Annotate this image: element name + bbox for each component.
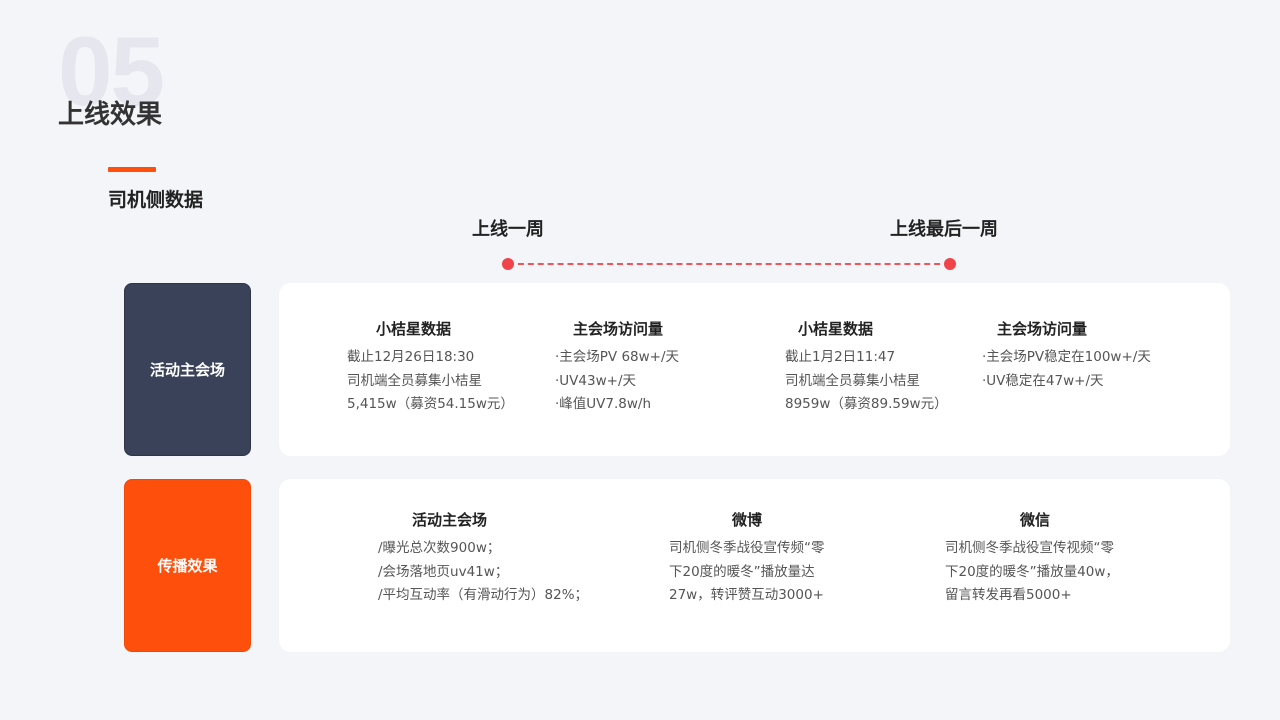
week1-stars-title: 小桔星数据	[376, 320, 452, 338]
weibo-column: 微博 司机侧冬季战役宣传频“零 下20度的暖冬”播放量达 27w，转评赞互动30…	[669, 509, 825, 608]
wechat-line: 下20度的暖冬”播放量40w，	[945, 563, 1119, 580]
timeline-start-dot	[502, 258, 514, 270]
week1-stars-column: 小桔星数据 截止12月26日18:30 司机端全员募集小桔星 5,415w（募资…	[347, 318, 514, 417]
spread-label: 传播效果	[157, 557, 218, 575]
timeline-line	[508, 263, 950, 265]
weibo-line: 下20度的暖冬”播放量达	[669, 563, 815, 580]
last-stars-line: 司机端全员募集小桔星	[785, 372, 920, 389]
week1-stars-line: 司机端全员募集小桔星	[347, 372, 482, 389]
last-visits-column: 主会场访问量 ·主会场PV稳定在100w+/天 ·UV稳定在47w+/天	[982, 318, 1151, 393]
last-stars-column: 小桔星数据 截止1月2日11:47 司机端全员募集小桔星 8959w（募资89.…	[785, 318, 948, 417]
spread-card: 活动主会场 /曝光总次数900w； /会场落地页uv41w； /平均互动率（有滑…	[279, 479, 1230, 652]
section-title: 司机侧数据	[108, 189, 204, 211]
week1-visits-title: 主会场访问量	[573, 320, 664, 338]
last-visits-title: 主会场访问量	[997, 320, 1088, 338]
section-number: 05	[58, 16, 165, 126]
spread-venue-column: 活动主会场 /曝光总次数900w； /会场落地页uv41w； /平均互动率（有滑…	[378, 509, 588, 608]
week1-visits-line: ·主会场PV 68w+/天	[555, 349, 680, 365]
wechat-line: 司机侧冬季战役宣传视频“零	[945, 540, 1114, 556]
last-stars-title: 小桔星数据	[798, 320, 874, 338]
weibo-title: 微博	[732, 511, 763, 529]
week1-visits-column: 主会场访问量 ·主会场PV 68w+/天 ·UV43w+/天 ·峰值UV7.8w…	[555, 318, 679, 417]
spread-venue-line: /平均互动率（有滑动行为）82%；	[378, 587, 589, 603]
accent-bar	[108, 167, 156, 172]
timeline-end-dot	[944, 258, 956, 270]
spread-venue-title: 活动主会场	[412, 511, 488, 529]
weibo-line: 司机侧冬季战役宣传频“零	[669, 540, 825, 556]
week1-visits-line: ·峰值UV7.8w/h	[555, 396, 652, 412]
weibo-line: 27w，转评赞互动3000+	[669, 587, 824, 603]
week1-visits-line: ·UV43w+/天	[555, 372, 636, 389]
wechat-line: 留言转发再看5000+	[945, 587, 1072, 603]
spread-venue-line: /会场落地页uv41w；	[378, 563, 509, 580]
main-venue-card: 小桔星数据 截止12月26日18:30 司机端全员募集小桔星 5,415w（募资…	[279, 283, 1230, 456]
last-visits-line: ·主会场PV稳定在100w+/天	[982, 349, 1151, 365]
last-visits-line: ·UV稳定在47w+/天	[982, 372, 1104, 389]
page-title: 上线效果	[58, 100, 163, 130]
last-stars-line: 8959w（募资89.59w元）	[785, 396, 948, 412]
wechat-column: 微信 司机侧冬季战役宣传视频“零 下20度的暖冬”播放量40w， 留言转发再看5…	[945, 509, 1119, 608]
week1-stars-line: 5,415w（募资54.15w元）	[347, 396, 514, 412]
wechat-title: 微信	[1020, 511, 1051, 529]
timeline-end-label: 上线最后一周	[890, 219, 998, 240]
week1-stars-line: 截止12月26日18:30	[347, 349, 475, 365]
main-venue-label-card: 活动主会场	[124, 283, 251, 456]
timeline-start-label: 上线一周	[472, 219, 544, 240]
spread-label-card: 传播效果	[124, 479, 251, 652]
main-venue-label: 活动主会场	[149, 361, 225, 379]
spread-venue-line: /曝光总次数900w；	[378, 540, 501, 556]
last-stars-line: 截止1月2日11:47	[785, 349, 896, 365]
